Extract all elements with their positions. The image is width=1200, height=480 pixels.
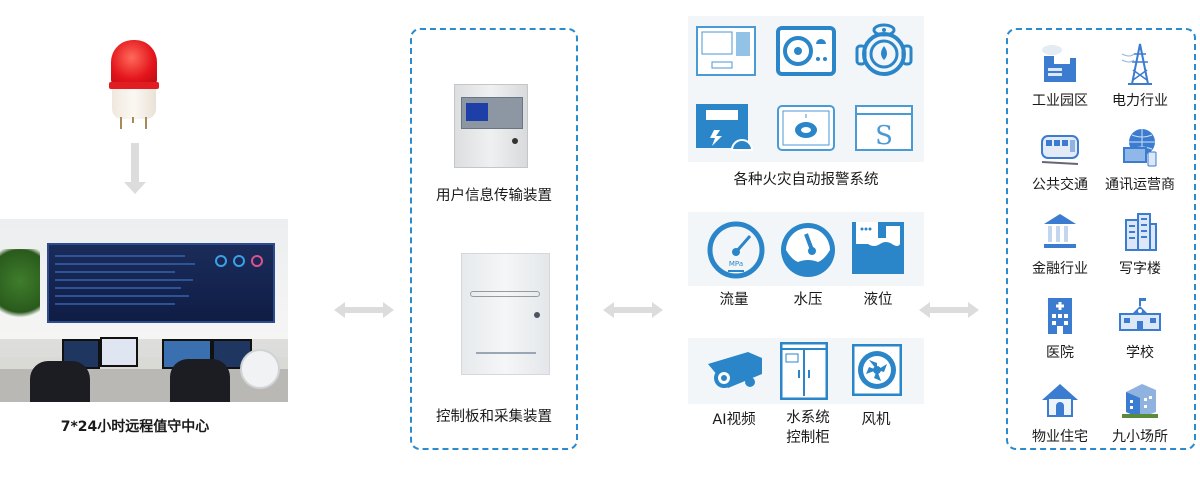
bidirectional-arrow-icon — [919, 302, 979, 318]
sensor-label-pressure: 水压 — [793, 292, 823, 308]
sensors-panel: MPa — [688, 212, 924, 286]
monitoring-center-photo — [0, 219, 288, 402]
pressure-gauge-icon — [778, 220, 838, 280]
industry-small-venues: 九小场所 — [1100, 378, 1180, 446]
bank-icon — [1038, 210, 1082, 254]
flow-gauge-icon: MPa — [706, 220, 766, 280]
industry-telecom: 通讯运营商 — [1100, 126, 1180, 194]
equipment-label-ai-video: AI视频 — [712, 412, 756, 428]
factory-icon — [1038, 42, 1082, 86]
svg-text:S: S — [875, 121, 893, 151]
fire-alarm-icons-panel: S — [688, 16, 924, 162]
equipment-label-fan: 风机 — [861, 412, 891, 428]
sensor-label-level: 液位 — [863, 292, 893, 308]
industry-residential: 物业住宅 — [1020, 378, 1100, 446]
office-building-icon — [1118, 210, 1162, 254]
fire-alarm-systems-label: 各种火灾自动报警系统 — [733, 172, 879, 188]
control-board-collector-image — [461, 253, 550, 375]
industry-hospital: 医院 — [1020, 294, 1100, 362]
sensor-label-flow: 流量 — [719, 292, 749, 308]
down-arrow-icon — [124, 143, 146, 197]
svg-text:MPa: MPa — [729, 260, 743, 268]
monitoring-center-caption: 7*24小时远程值守中心 — [60, 419, 210, 435]
industry-public-transport: 公共交通 — [1020, 126, 1100, 194]
industry-office: 写字楼 — [1100, 210, 1180, 278]
water-flow-indicator-icon — [854, 22, 914, 78]
industries-group — [1006, 28, 1196, 450]
alarm-beacon-icon — [108, 40, 160, 132]
smoke-control-panel-icon — [776, 26, 836, 76]
devices-group — [410, 28, 578, 450]
train-icon — [1038, 126, 1082, 170]
industry-industrial-park: 工业园区 — [1020, 42, 1100, 110]
fire-alarm-panel-icon — [696, 26, 756, 76]
equipment-panel — [688, 338, 924, 404]
device-label-user-info: 用户信息传输装置 — [436, 188, 552, 204]
gas-detector-icon — [776, 104, 836, 152]
device-label-control-board: 控制板和采集装置 — [436, 409, 552, 425]
s-panel-icon: S — [854, 104, 914, 152]
small-venue-icon — [1118, 378, 1162, 422]
cctv-camera-icon — [704, 346, 768, 396]
liquid-level-tank-icon — [850, 220, 906, 276]
power-tower-icon — [1118, 42, 1162, 86]
school-icon — [1118, 294, 1162, 338]
bidirectional-arrow-icon — [603, 302, 663, 318]
bidirectional-arrow-icon — [334, 302, 394, 318]
equipment-label-control-cabinet: 水系统 控制柜 — [786, 410, 830, 446]
user-info-transmission-device-image — [454, 84, 528, 168]
industry-power: 电力行业 — [1100, 42, 1180, 110]
industry-finance: 金融行业 — [1020, 210, 1100, 278]
control-cabinet-icon — [780, 342, 828, 400]
power-monitor-icon — [696, 104, 756, 152]
industry-school: 学校 — [1100, 294, 1180, 362]
house-icon — [1038, 378, 1082, 422]
globe-telecom-icon — [1118, 126, 1162, 170]
fan-icon — [852, 344, 902, 396]
hospital-icon — [1038, 294, 1082, 338]
